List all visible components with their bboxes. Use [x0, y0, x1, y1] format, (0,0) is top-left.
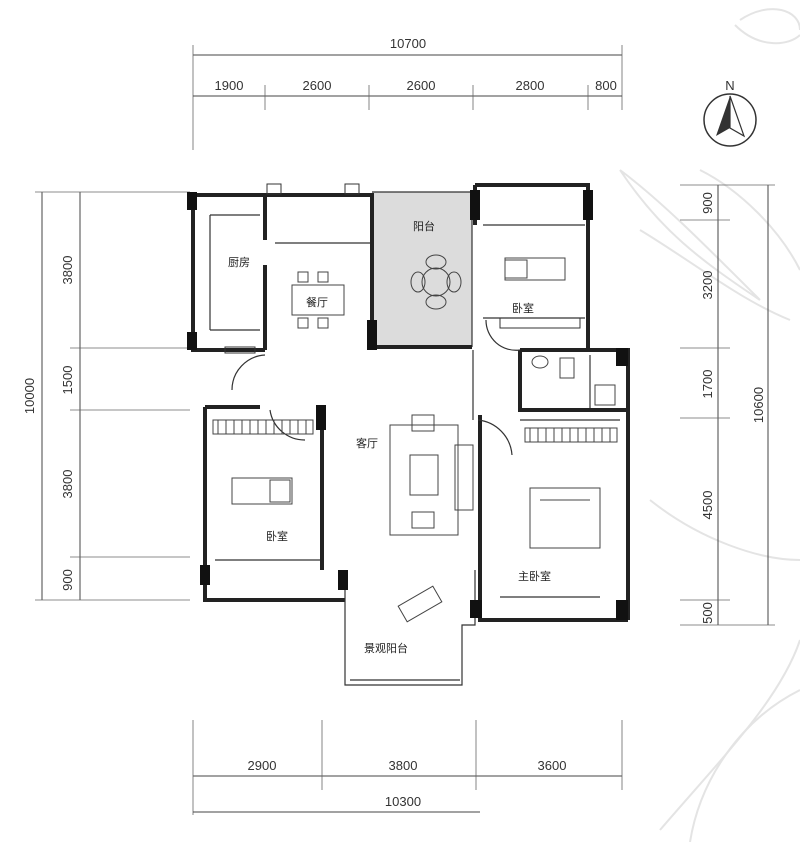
bed-icon-w — [231, 477, 293, 505]
dim-left-total: 10000 — [22, 378, 37, 414]
dim-top-5: 800 — [595, 78, 617, 93]
wardrobes — [212, 419, 618, 443]
dim-right-2: 3200 — [700, 271, 715, 300]
dim-bottom-1: 2900 — [248, 758, 277, 773]
dim-left-4: 900 — [60, 569, 75, 591]
dim-bottom-3: 3600 — [538, 758, 567, 773]
bathroom-fixtures — [531, 355, 616, 406]
room-bedroom-w: 卧室 — [266, 529, 288, 543]
sofa-set-icon — [389, 414, 474, 536]
left-dimensions: 10000 3800 1500 3800 900 — [22, 191, 190, 601]
dim-top-3: 2600 — [407, 78, 436, 93]
compass-label: N — [725, 78, 734, 93]
room-dining: 餐厅 — [306, 295, 328, 309]
dim-right-5: 500 — [700, 602, 715, 624]
dim-top-total: 10700 — [390, 36, 426, 51]
dim-right-3: 1700 — [700, 370, 715, 399]
north-compass-icon: N — [703, 78, 757, 147]
windows — [224, 183, 581, 354]
lounge-chair-icon — [397, 585, 443, 623]
dim-left-1: 3800 — [60, 256, 75, 285]
top-dimensions: 10700 1900 2600 2600 2800 800 — [192, 36, 623, 150]
columns — [187, 190, 628, 620]
leaf-watermark — [619, 8, 800, 842]
bottom-dimensions: 2900 3800 3600 10300 — [192, 720, 623, 815]
room-view-balcony: 景观阳台 — [364, 641, 408, 655]
dim-right-4: 4500 — [700, 491, 715, 520]
room-bedroom-ne: 卧室 — [512, 301, 534, 315]
dim-left-3: 3800 — [60, 470, 75, 499]
balcony-table-icon — [410, 254, 462, 310]
balcony-fill — [372, 192, 472, 347]
right-dimensions: 900 3200 1700 4500 500 10600 — [680, 184, 775, 626]
room-master-bedroom: 主卧室 — [518, 569, 551, 583]
dim-top-2: 2600 — [303, 78, 332, 93]
dim-top-1: 1900 — [215, 78, 244, 93]
dim-top-4: 2800 — [516, 78, 545, 93]
dim-right-total: 10600 — [751, 387, 766, 423]
bed-icon-ne — [504, 257, 566, 281]
dim-bottom-total: 10300 — [385, 794, 421, 809]
dim-bottom-2: 3800 — [389, 758, 418, 773]
dim-right-1: 900 — [700, 192, 715, 214]
room-living: 客厅 — [356, 436, 378, 450]
room-balcony: 阳台 — [413, 219, 435, 233]
room-kitchen: 厨房 — [228, 256, 250, 269]
bed-icon-master — [529, 487, 601, 549]
dining-table-icon — [291, 271, 345, 329]
dim-left-2: 1500 — [60, 366, 75, 395]
